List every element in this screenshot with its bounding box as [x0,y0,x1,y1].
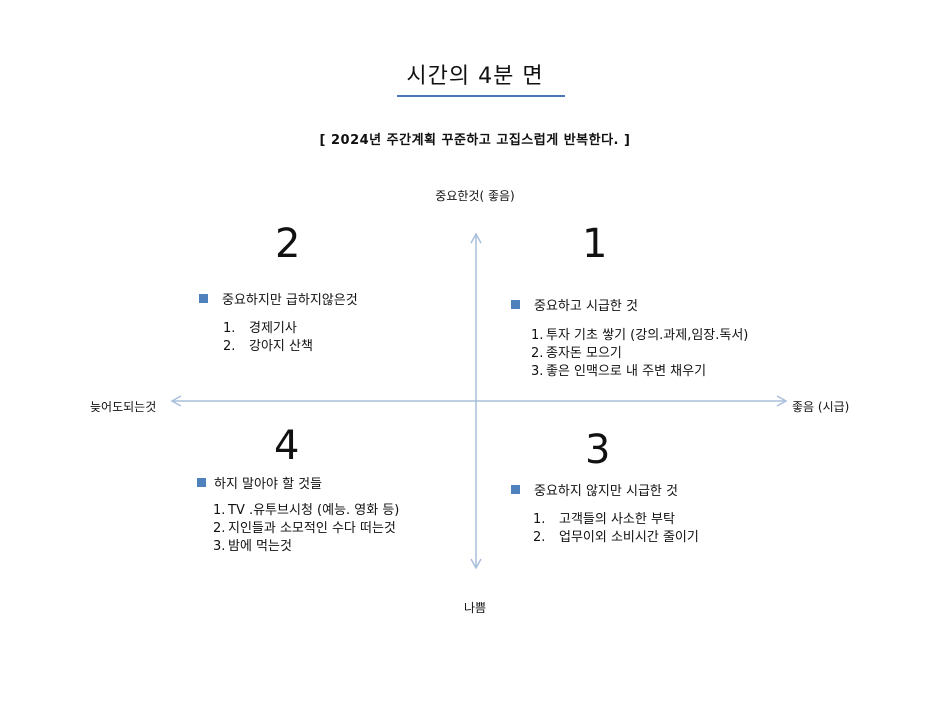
axis-label-bottom: 나쁨 [463,601,487,615]
arrow-left-icon [170,395,182,407]
list-item-text: 투자 기초 쌓기 (강의.과제,임장.독서) [546,328,749,343]
list-item-number: 3. [531,364,544,379]
list-item-text: 경제기사 [249,321,297,336]
list-item-text: 강아지 산책 [249,339,313,354]
list-item-number: 2. [531,346,544,361]
subtitle: [ 2024년 주간계획 꾸준하고 고집스럽게 반복한다. ] [319,133,631,148]
list-item-number: 2. [213,521,226,536]
list-item-number: 1. [223,321,236,336]
title-underline [397,95,565,97]
arrow-up-icon [470,232,482,244]
list-item-number: 1. [213,503,226,518]
list-item-text: 고객들의 사소한 부탁 [559,512,675,527]
list-item: 2. 업무이외 소비시간 줄이기 [533,529,699,547]
axis-label-right: 좋음 (시급) [792,400,850,414]
quadrant-2-heading: 중요하지만 급하지않은것 [199,289,358,308]
quadrant-2-number: 2 [275,221,301,267]
list-item-number: 2. [223,339,236,354]
list-item-text: TV .유투브시청 (예능. 영화 등) [228,503,400,518]
list-item: 2. 강아지 산책 [223,338,313,356]
page-title: 시간의 4분 면 [406,64,544,89]
list-item-text: 밤에 먹는것 [228,539,292,554]
list-item-text: 업무이외 소비시간 줄이기 [559,530,699,545]
quadrant-4-heading-text: 하지 말아야 할 것들 [214,477,323,492]
square-bullet-icon [511,300,520,309]
arrow-right-icon [776,395,788,407]
list-item-number: 2. [533,530,546,545]
quadrant-3-heading: 중요하지 않지만 시급한 것 [511,480,678,499]
quadrant-2-list: 1. 경제기사 2. 강아지 산책 [223,320,313,356]
quadrant-4-heading: 하지 말아야 할 것들 [197,473,322,492]
list-item: 3.밤에 먹는것 [213,538,399,556]
quadrant-1-list: 1.투자 기초 쌓기 (강의.과제,임장.독서) 2.종자돈 모으기 3.좋은 … [531,327,748,381]
list-item-number: 1. [533,512,546,527]
square-bullet-icon [199,294,208,303]
arrow-down-icon [470,558,482,570]
list-item: 1.투자 기초 쌓기 (강의.과제,임장.독서) [531,327,748,345]
list-item: 1. 경제기사 [223,320,313,338]
quadrant-4-list: 1.TV .유투브시청 (예능. 영화 등) 2.지인들과 소모적인 수다 떠는… [213,502,399,556]
list-item-text: 지인들과 소모적인 수다 떠는것 [228,521,396,536]
axis-label-top: 중요한것( 좋음) [435,189,515,203]
quadrant-3-list: 1. 고객들의 사소한 부탁 2. 업무이외 소비시간 줄이기 [533,511,699,547]
quadrant-3-heading-text: 중요하지 않지만 시급한 것 [534,484,678,499]
list-item: 1. 고객들의 사소한 부탁 [533,511,699,529]
quadrant-2-heading-text: 중요하지만 급하지않은것 [222,293,358,308]
list-item: 2.지인들과 소모적인 수다 떠는것 [213,520,399,538]
list-item-text: 좋은 인맥으로 내 주변 채우기 [546,364,707,379]
quadrant-4-number: 4 [274,423,300,469]
square-bullet-icon [197,478,206,487]
list-item-text: 종자돈 모으기 [546,346,622,361]
list-item: 3.좋은 인맥으로 내 주변 채우기 [531,363,748,381]
list-item: 1.TV .유투브시청 (예능. 영화 등) [213,502,399,520]
axis-label-left: 늦어도되는것 [90,400,157,414]
quadrant-3-number: 3 [585,427,611,473]
list-item-number: 3. [213,539,226,554]
quadrant-1-heading-text: 중요하고 시급한 것 [534,299,638,314]
quadrant-1-heading: 중요하고 시급한 것 [511,295,638,314]
list-item: 2.종자돈 모으기 [531,345,748,363]
list-item-number: 1. [531,328,544,343]
square-bullet-icon [511,485,520,494]
quadrant-1-number: 1 [582,221,608,267]
